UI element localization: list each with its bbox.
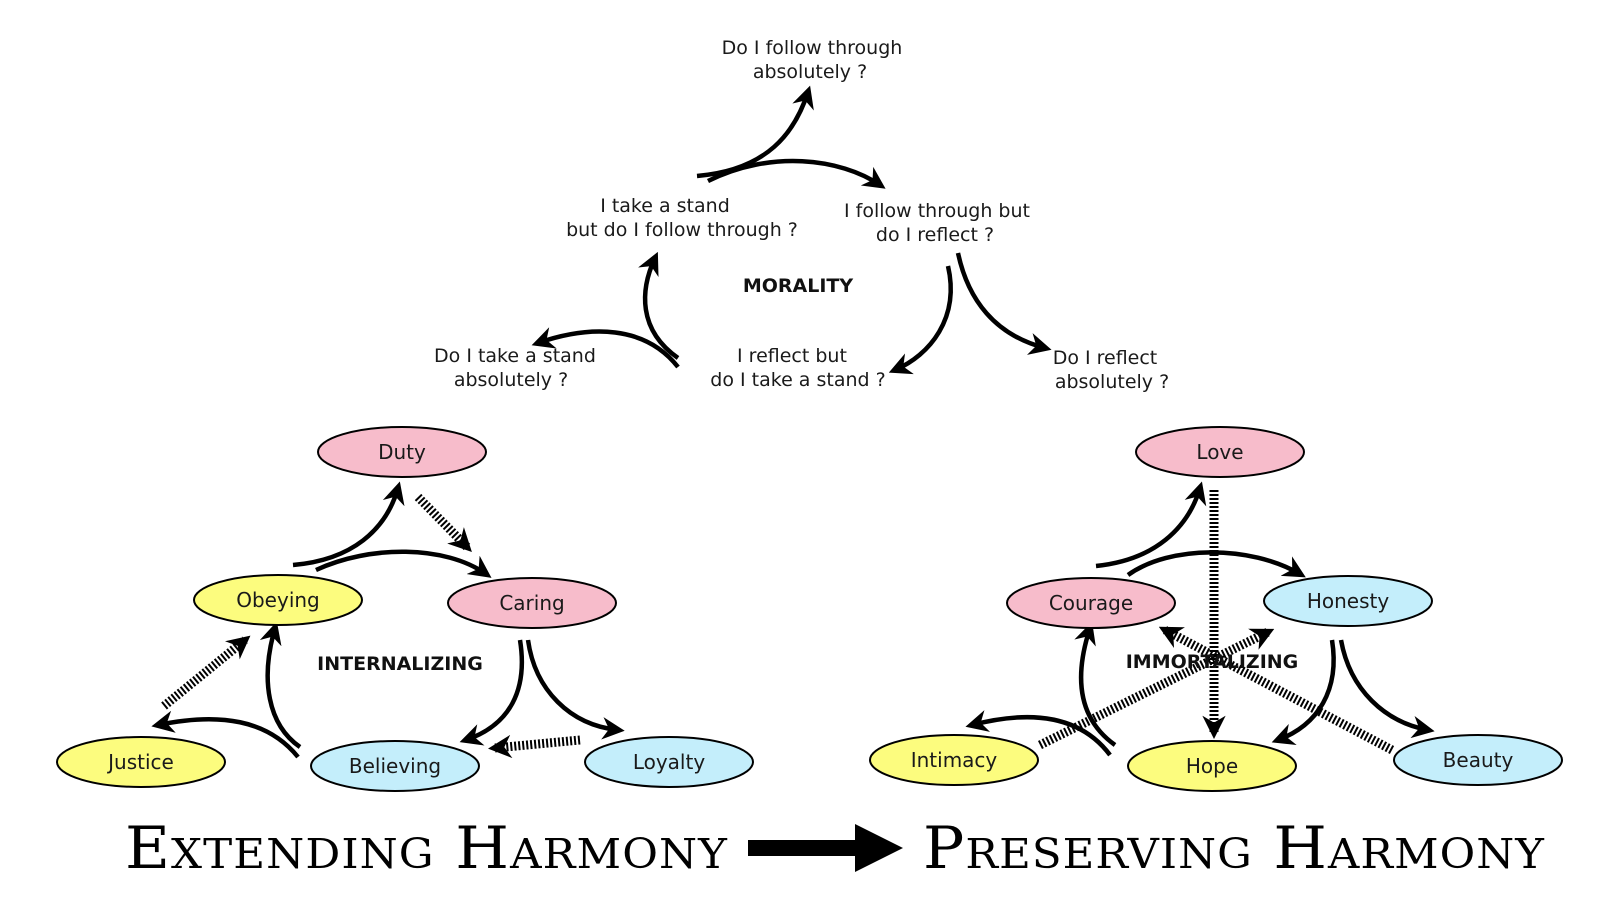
arrow-stand-to-follow [706,158,886,189]
transition-arrow-icon [748,824,903,872]
node-hope-label: Hope [1186,754,1238,778]
arrow-caring-to-believing [459,639,525,746]
arrow-believing-to-obeying [259,621,302,749]
node-hope: Hope [1127,740,1297,792]
node-caring-label: Caring [499,591,564,615]
immortalizing-cycle: Love Courage Honesty Intimacy Hope Beaut… [869,426,1563,792]
morality-center-label: MORALITY [743,275,854,297]
arrow-honesty-to-beauty [1338,639,1435,739]
reflect-label: I reflect but do I take a stand ? [710,345,885,391]
node-beauty: Beauty [1393,734,1563,786]
morality-cycle: Do I follow through absolutely ? I take … [434,37,1169,393]
arrow-follow-to-q-reflect [955,252,1052,355]
arrow-honesty-to-hope [1271,639,1336,745]
footer: Extending Harmony Preserving Harmony [125,814,1545,882]
node-justice-label: Justice [106,750,174,774]
q-follow-through-label: Do I follow through absolutely ? [722,37,909,83]
internalizing-cycle: Duty Obeying Caring Justice Believing Lo… [56,426,754,792]
internalizing-center-label: INTERNALIZING [317,653,483,675]
dashed-arrow-beauty-to-courage [1158,626,1395,754]
arrow-stand-to-q-follow [696,85,814,179]
q-take-stand-label: Do I take a stand absolutely ? [434,345,602,391]
node-believing-label: Believing [349,754,441,778]
node-believing: Believing [310,740,480,792]
arrow-courage-to-love [1095,481,1207,569]
node-duty-label: Duty [378,440,426,464]
extending-harmony-title: Extending Harmony [125,814,728,882]
q-reflect-label: Do I reflect absolutely ? [1053,347,1169,393]
take-stand-label: I take a stand but do I follow through ? [566,195,798,241]
arrow-obeying-to-duty [292,481,405,568]
arrow-follow-to-reflect [888,265,953,375]
arrow-hope-to-courage [1074,621,1117,747]
node-intimacy: Intimacy [869,734,1039,786]
follow-through-label: I follow through but do I reflect ? [844,200,1036,246]
node-honesty-label: Honesty [1307,589,1390,613]
arrow-obeying-to-caring [315,549,492,578]
arrow-hope-to-intimacy [965,710,1112,757]
node-beauty-label: Beauty [1443,748,1514,772]
node-justice: Justice [56,736,226,788]
arrow-reflect-to-q-stand [531,327,680,369]
dashed-arrow-justice-to-obeying [161,635,251,710]
preserving-harmony-title: Preserving Harmony [923,814,1545,882]
immortalizing-center-label: IMMORTALIZING [1126,651,1299,673]
node-honesty: Honesty [1263,575,1433,627]
node-loyalty: Loyalty [584,736,754,788]
arrow-believing-to-justice [151,710,300,759]
node-obeying-label: Obeying [236,588,320,612]
dashed-arrow-duty-to-caring [414,493,472,553]
node-caring: Caring [447,577,617,629]
node-love: Love [1135,426,1305,478]
arrow-courage-to-honesty [1126,550,1306,578]
dashed-arrow-intimacy-to-honesty [1038,627,1275,750]
node-love-label: Love [1196,440,1243,464]
node-duty: Duty [317,426,487,478]
node-loyalty-label: Loyalty [633,750,706,774]
arrow-caring-to-loyalty [525,639,625,740]
dashed-arrow-loyalty-to-believing [488,734,581,759]
node-obeying: Obeying [193,574,363,626]
node-courage-label: Courage [1049,591,1133,615]
node-courage: Courage [1006,577,1176,629]
node-intimacy-label: Intimacy [911,748,998,772]
arrow-reflect-to-stand [638,251,680,360]
